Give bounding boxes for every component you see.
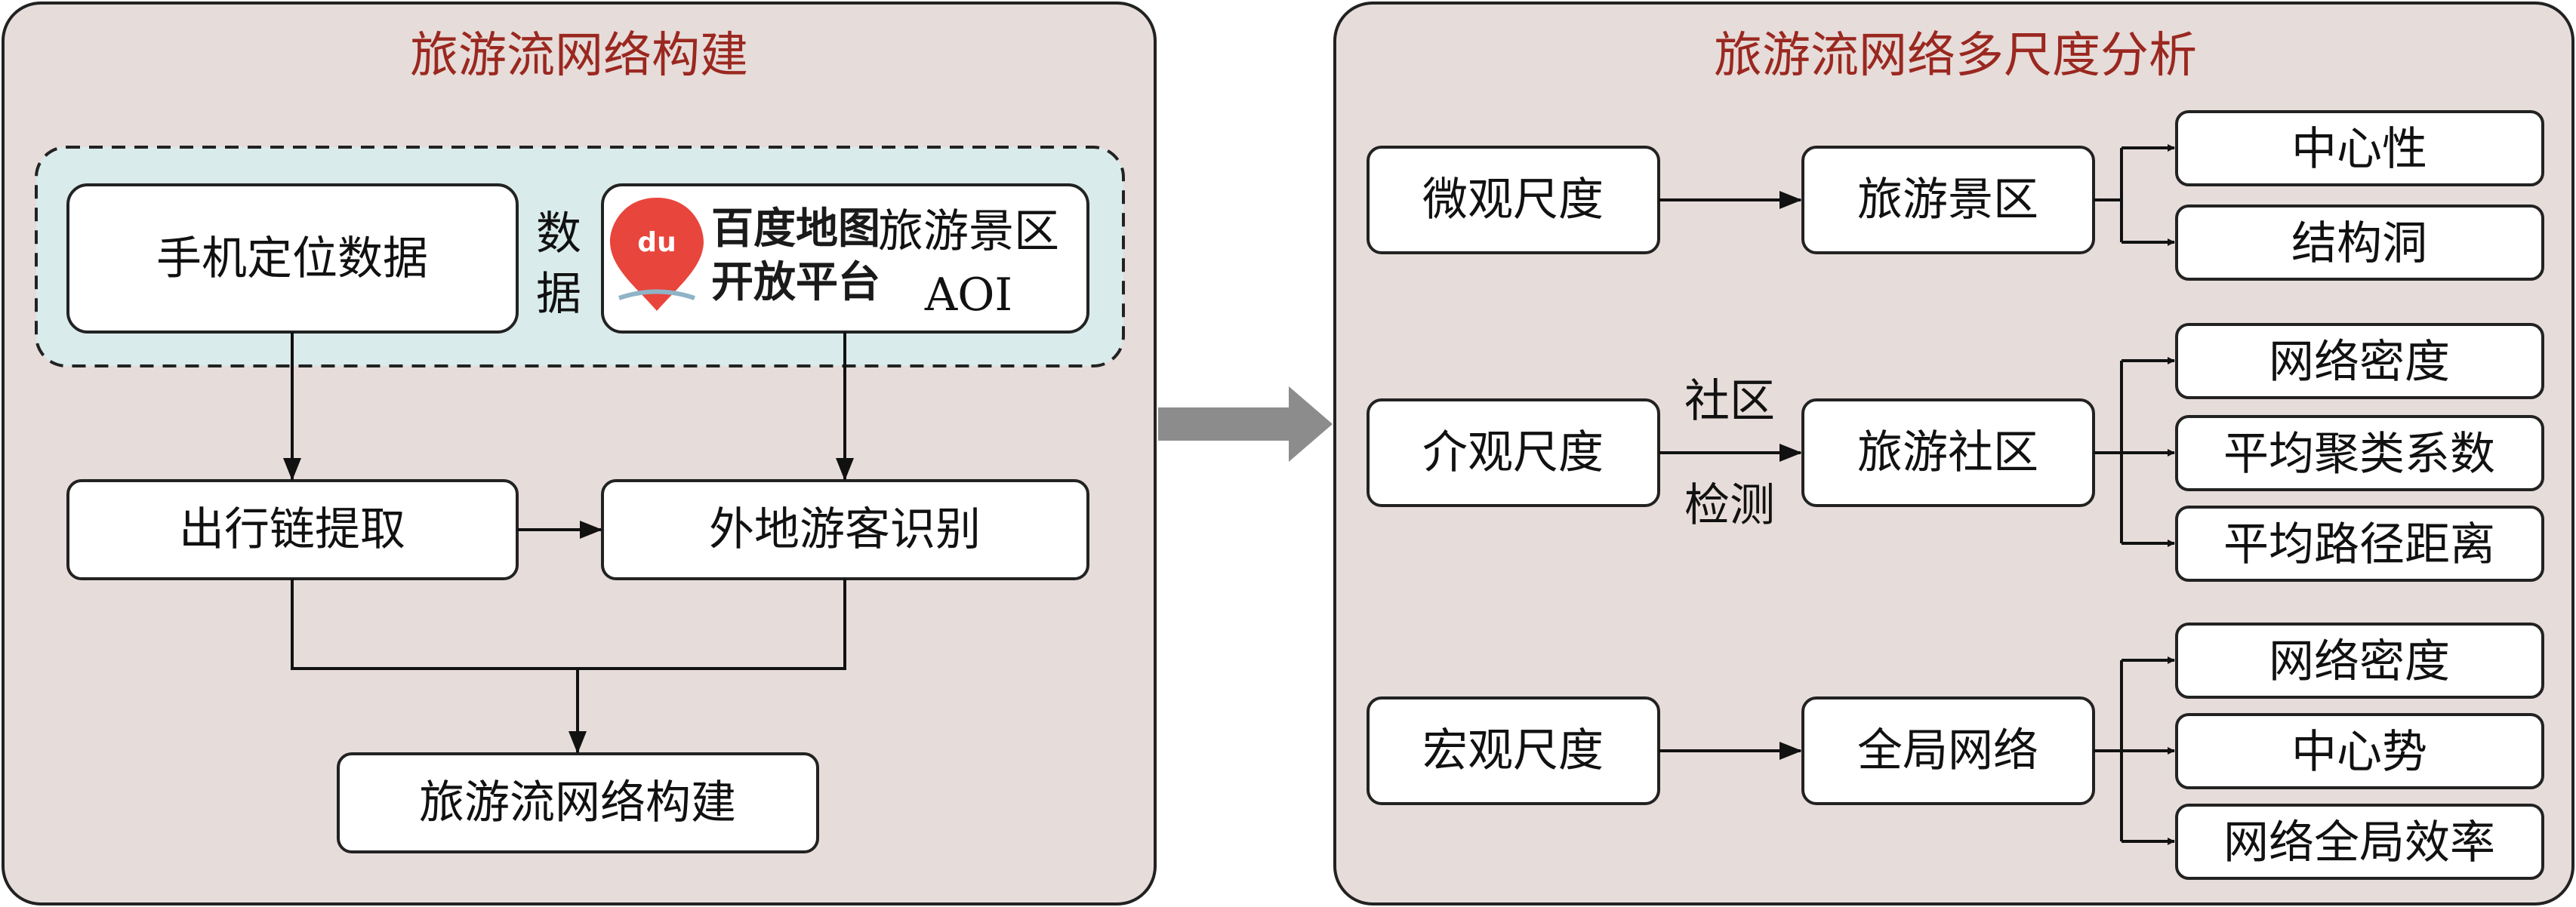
panel-transition-arrow [1158, 386, 1333, 462]
map-pin-icon [610, 198, 704, 311]
metric-centrality: 中心性 [2291, 123, 2427, 176]
left-panel: 旅游流网络构建 手机定位数据 数 据 du 百度地图 开放平台 旅游景区 AOI… [2, 2, 1157, 905]
metric-clustering: 平均聚类系数 [2223, 428, 2495, 481]
right-panel-title: 旅游流网络多尺度分析 [1714, 28, 2197, 84]
aoi-label-line-1: 旅游景区 [878, 205, 1059, 258]
metric-centralization: 中心势 [2291, 726, 2427, 779]
metric-meso-density: 网络密度 [2269, 336, 2450, 389]
right-panel: 旅游流网络多尺度分析 微观尺度 旅游景区 中心性 结构洞 介观尺度 社区 检测 … [1333, 2, 2574, 905]
network-build-label: 旅游流网络构建 [419, 776, 736, 829]
logo-badge: du [637, 227, 676, 258]
metric-box-global-efficiency [2175, 804, 2544, 880]
phone-data-label: 手机定位数据 [156, 232, 428, 285]
metric-box-path-length [2175, 506, 2544, 582]
metric-global-efficiency: 网络全局效率 [2223, 816, 2495, 869]
aoi-label-line-2: AOI [924, 269, 1012, 321]
metric-macro-density: 网络密度 [2269, 635, 2450, 688]
metric-path-length: 平均路径距离 [2223, 518, 2495, 571]
left-panel-title: 旅游流网络构建 [410, 28, 748, 84]
micro-scale-label: 微观尺度 [1422, 174, 1604, 226]
logo-line-2: 开放平台 [711, 258, 880, 307]
macro-scale-label: 宏观尺度 [1422, 724, 1604, 777]
metric-box-clustering [2175, 415, 2544, 491]
data-label-bottom: 据 [536, 268, 581, 321]
merge-connector [291, 579, 846, 670]
metric-box-meso-density [2175, 323, 2544, 399]
macro-object-label: 全局网络 [1857, 724, 2038, 777]
meso-object-label: 旅游社区 [1857, 426, 2038, 479]
data-label-top: 数 [536, 208, 581, 260]
metric-structural-holes: 结构洞 [2291, 217, 2427, 270]
metric-box-structural-holes [2175, 204, 2544, 281]
micro-object-label: 旅游景区 [1857, 174, 2038, 226]
baidu-map-logo: du 百度地图 开放平台 [610, 198, 880, 311]
logo-line-1: 百度地图 [711, 204, 880, 254]
metric-box-centralization [2175, 713, 2544, 789]
metric-box-macro-density [2175, 623, 2544, 699]
trip-chain-label: 出行链提取 [179, 503, 405, 556]
metric-box-centrality [2175, 110, 2544, 186]
community-detection-bottom: 检测 [1684, 479, 1775, 532]
tourist-identification-label: 外地游客识别 [709, 503, 981, 556]
community-detection-top: 社区 [1684, 375, 1775, 428]
network-build-box [337, 752, 819, 853]
meso-scale-label: 介观尺度 [1422, 426, 1604, 479]
logo-base-icon [618, 289, 695, 300]
